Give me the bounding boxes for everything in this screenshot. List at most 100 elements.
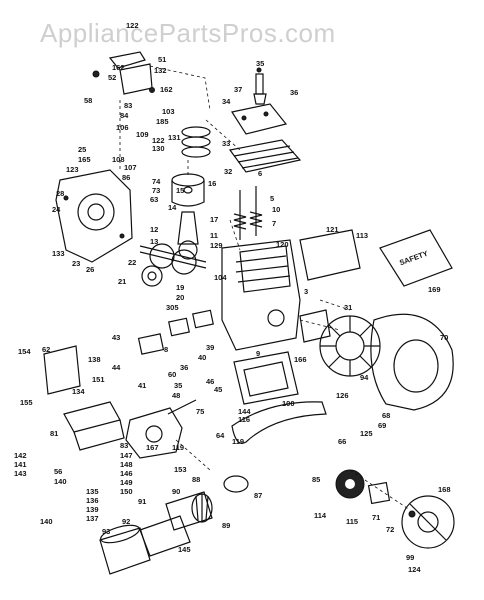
callout-83b: 83 (120, 441, 128, 450)
callout-125: 125 (360, 429, 373, 438)
callout-151: 151 (92, 375, 105, 384)
clamp-ring-part (223, 475, 249, 493)
cylinder-head-part (228, 139, 302, 173)
callout-165: 165 (78, 155, 91, 164)
decal-part: SAFETY (379, 229, 453, 287)
callout-136: 136 (86, 496, 99, 505)
callout-43: 43 (112, 333, 120, 342)
callout-20: 20 (176, 293, 184, 302)
callout-21: 21 (118, 277, 126, 286)
callout-35: 35 (256, 59, 264, 68)
air-shroud-part (231, 401, 327, 444)
cylinder-block-part (221, 239, 301, 351)
callout-147: 147 (120, 451, 133, 460)
callout-124: 124 (408, 565, 421, 574)
callout-131: 131 (168, 133, 181, 142)
callout-34: 34 (222, 97, 231, 106)
callout-labels: 122 51 162 132 52 35 37 36 58 162 83 84 … (14, 21, 451, 574)
callout-85: 85 (312, 475, 320, 484)
callout-16: 16 (208, 179, 216, 188)
plate-part (43, 345, 81, 395)
callout-141: 141 (14, 460, 27, 469)
callout-17: 17 (210, 215, 218, 224)
callout-23: 23 (72, 259, 80, 268)
callout-122: 122 (126, 21, 139, 30)
muffler-part (99, 491, 213, 575)
head-cover-part (231, 103, 288, 135)
guide-lines (119, 100, 411, 511)
heat-shield-part (299, 229, 361, 281)
crankcase-cover-part (55, 169, 133, 263)
blower-housing-part (370, 313, 454, 411)
callout-24: 24 (52, 205, 61, 214)
callout-166: 166 (294, 355, 307, 364)
callout-63: 63 (150, 195, 158, 204)
callout-25: 25 (78, 145, 86, 154)
callout-107: 107 (124, 163, 137, 172)
flywheel-part (319, 315, 381, 377)
callout-75: 75 (196, 407, 204, 416)
callout-48: 48 (172, 391, 180, 400)
callout-130: 130 (152, 144, 165, 153)
callout-93: 93 (102, 527, 110, 536)
gaskets-part (137, 309, 214, 355)
callout-114: 114 (314, 511, 327, 520)
callout-36b: 36 (180, 363, 188, 372)
callout-19: 19 (176, 283, 184, 292)
callout-40: 40 (198, 353, 206, 362)
callout-140b: 140 (40, 517, 53, 526)
base-plate-part (233, 351, 299, 405)
starter-pulley-part (335, 469, 365, 499)
piston-rings-part (181, 126, 211, 158)
callout-126: 126 (336, 391, 349, 400)
callout-35b: 35 (174, 381, 182, 390)
callout-13: 13 (150, 237, 158, 246)
callout-100: 100 (282, 399, 295, 408)
callout-81: 81 (50, 429, 58, 438)
callout-162b: 162 (160, 85, 173, 94)
callout-74: 74 (152, 177, 161, 186)
callout-122b: 122 (152, 136, 165, 145)
callout-7: 7 (272, 219, 276, 228)
callout-28: 28 (56, 189, 64, 198)
callout-58: 58 (84, 96, 92, 105)
callout-62: 62 (42, 345, 50, 354)
callout-92: 92 (122, 517, 130, 526)
valves-part (233, 186, 263, 240)
callout-137: 137 (86, 514, 99, 523)
callout-108: 108 (112, 155, 125, 164)
callout-90: 90 (172, 487, 180, 496)
svg-text:SAFETY: SAFETY (398, 249, 429, 268)
callout-66: 66 (338, 437, 346, 446)
callout-94: 94 (360, 373, 369, 382)
callout-44: 44 (112, 363, 121, 372)
callout-33: 33 (222, 139, 230, 148)
callout-15: 15 (176, 186, 184, 195)
callout-153: 153 (174, 465, 187, 474)
callout-185: 185 (156, 117, 169, 126)
callout-162: 162 (112, 63, 125, 72)
callout-45: 45 (214, 385, 222, 394)
starter-cup-part (367, 481, 416, 518)
callout-41: 41 (138, 381, 146, 390)
connecting-rod-part (177, 211, 199, 260)
callout-121: 121 (326, 225, 339, 234)
callout-132: 132 (154, 66, 167, 75)
callout-142: 142 (14, 451, 27, 460)
callout-120: 120 (276, 240, 289, 249)
callout-70: 70 (440, 333, 448, 342)
callout-148: 148 (120, 460, 133, 469)
callout-11: 11 (210, 231, 218, 240)
callout-123: 123 (66, 165, 79, 174)
callout-155: 155 (20, 398, 33, 407)
callout-116: 116 (238, 415, 250, 424)
callout-138: 138 (88, 355, 101, 364)
callout-84: 84 (120, 111, 129, 120)
callout-69: 69 (378, 421, 386, 430)
callout-39: 39 (206, 343, 214, 352)
callout-60: 60 (168, 370, 176, 379)
callout-305: 305 (166, 303, 179, 312)
callout-115: 115 (346, 517, 358, 526)
ignition-coil-part (299, 309, 331, 343)
